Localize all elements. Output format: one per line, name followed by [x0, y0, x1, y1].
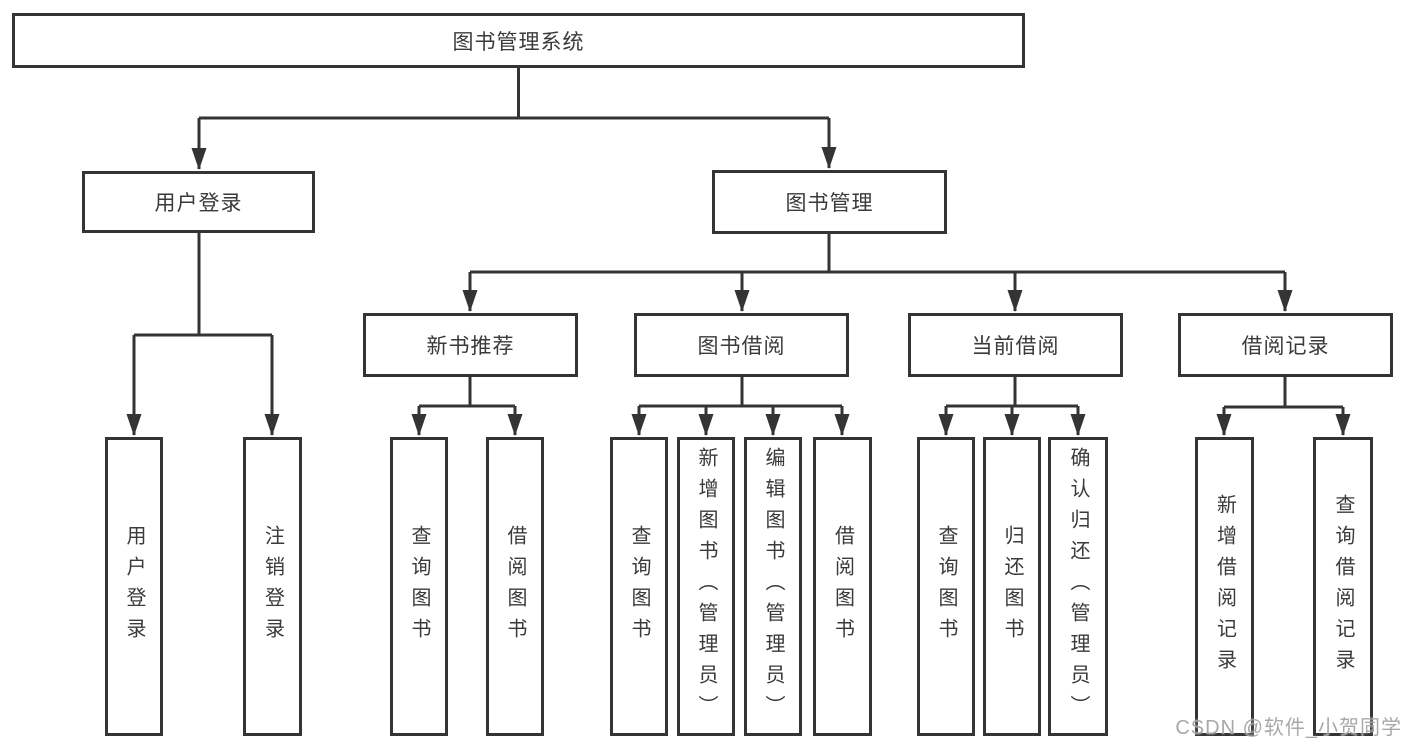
node-leaf-query-books-borrowing-label: 查询图书 — [628, 524, 650, 649]
node-leaf-logout-label: 注销登录 — [261, 524, 284, 649]
node-leaf-query-borrow-record-label: 查询借阅记录 — [1332, 493, 1354, 680]
node-leaf-borrow-books: 借阅图书 — [813, 437, 872, 736]
node-leaf-query-books-current-label: 查询图书 — [935, 524, 957, 649]
node-leaf-return-book-label: 归还图书 — [1001, 524, 1023, 649]
node-leaf-add-borrow-record: 新增借阅记录 — [1195, 437, 1254, 736]
node-leaf-add-borrow-record-label: 新增借阅记录 — [1213, 493, 1236, 680]
node-leaf-edit-book-admin-label: 编辑图书（管理员） — [762, 447, 784, 726]
node-new-book-recommend: 新书推荐 — [363, 313, 578, 377]
node-current-borrowing: 当前借阅 — [908, 313, 1123, 377]
node-leaf-confirm-return-admin-label: 确认归还（管理员） — [1067, 447, 1089, 726]
node-new-book-recommend-label: 新书推荐 — [426, 335, 515, 358]
node-leaf-edit-book-admin: 编辑图书（管理员） — [744, 437, 802, 736]
node-leaf-logout: 注销登录 — [243, 437, 302, 736]
node-root-label: 图书管理系统 — [452, 30, 585, 54]
node-book-borrowing: 图书借阅 — [634, 313, 849, 377]
node-user-login: 用户登录 — [82, 171, 315, 233]
node-current-borrowing-label: 当前借阅 — [971, 335, 1060, 358]
node-leaf-borrow-books-recommend: 借阅图书 — [486, 437, 544, 736]
node-leaf-user-login-label: 用户登录 — [123, 524, 145, 649]
node-leaf-confirm-return-admin: 确认归还（管理员） — [1048, 437, 1108, 736]
node-book-management-label: 图书管理 — [785, 192, 874, 215]
node-leaf-borrow-books-recommend-label: 借阅图书 — [504, 524, 526, 649]
node-leaf-add-book-admin-label: 新增图书（管理员） — [695, 447, 717, 726]
node-leaf-query-books-recommend: 查询图书 — [390, 437, 448, 736]
node-leaf-query-books-borrowing: 查询图书 — [610, 437, 668, 736]
node-borrow-records-label: 借阅记录 — [1241, 335, 1330, 358]
node-leaf-query-books-recommend-label: 查询图书 — [408, 524, 430, 649]
node-user-login-label: 用户登录 — [154, 192, 243, 215]
node-leaf-return-book: 归还图书 — [983, 437, 1041, 736]
node-leaf-add-book-admin: 新增图书（管理员） — [677, 437, 735, 736]
node-root: 图书管理系统 — [12, 13, 1025, 68]
csdn-watermark: CSDN @软件_小贺同学 — [1175, 717, 1402, 739]
node-borrow-records: 借阅记录 — [1178, 313, 1393, 377]
node-leaf-user-login: 用户登录 — [105, 437, 163, 736]
node-leaf-query-borrow-record: 查询借阅记录 — [1313, 437, 1373, 736]
node-leaf-query-books-current: 查询图书 — [917, 437, 975, 736]
node-book-borrowing-label: 图书借阅 — [697, 335, 786, 358]
node-leaf-borrow-books-label: 借阅图书 — [831, 524, 854, 649]
node-book-management: 图书管理 — [712, 170, 947, 234]
